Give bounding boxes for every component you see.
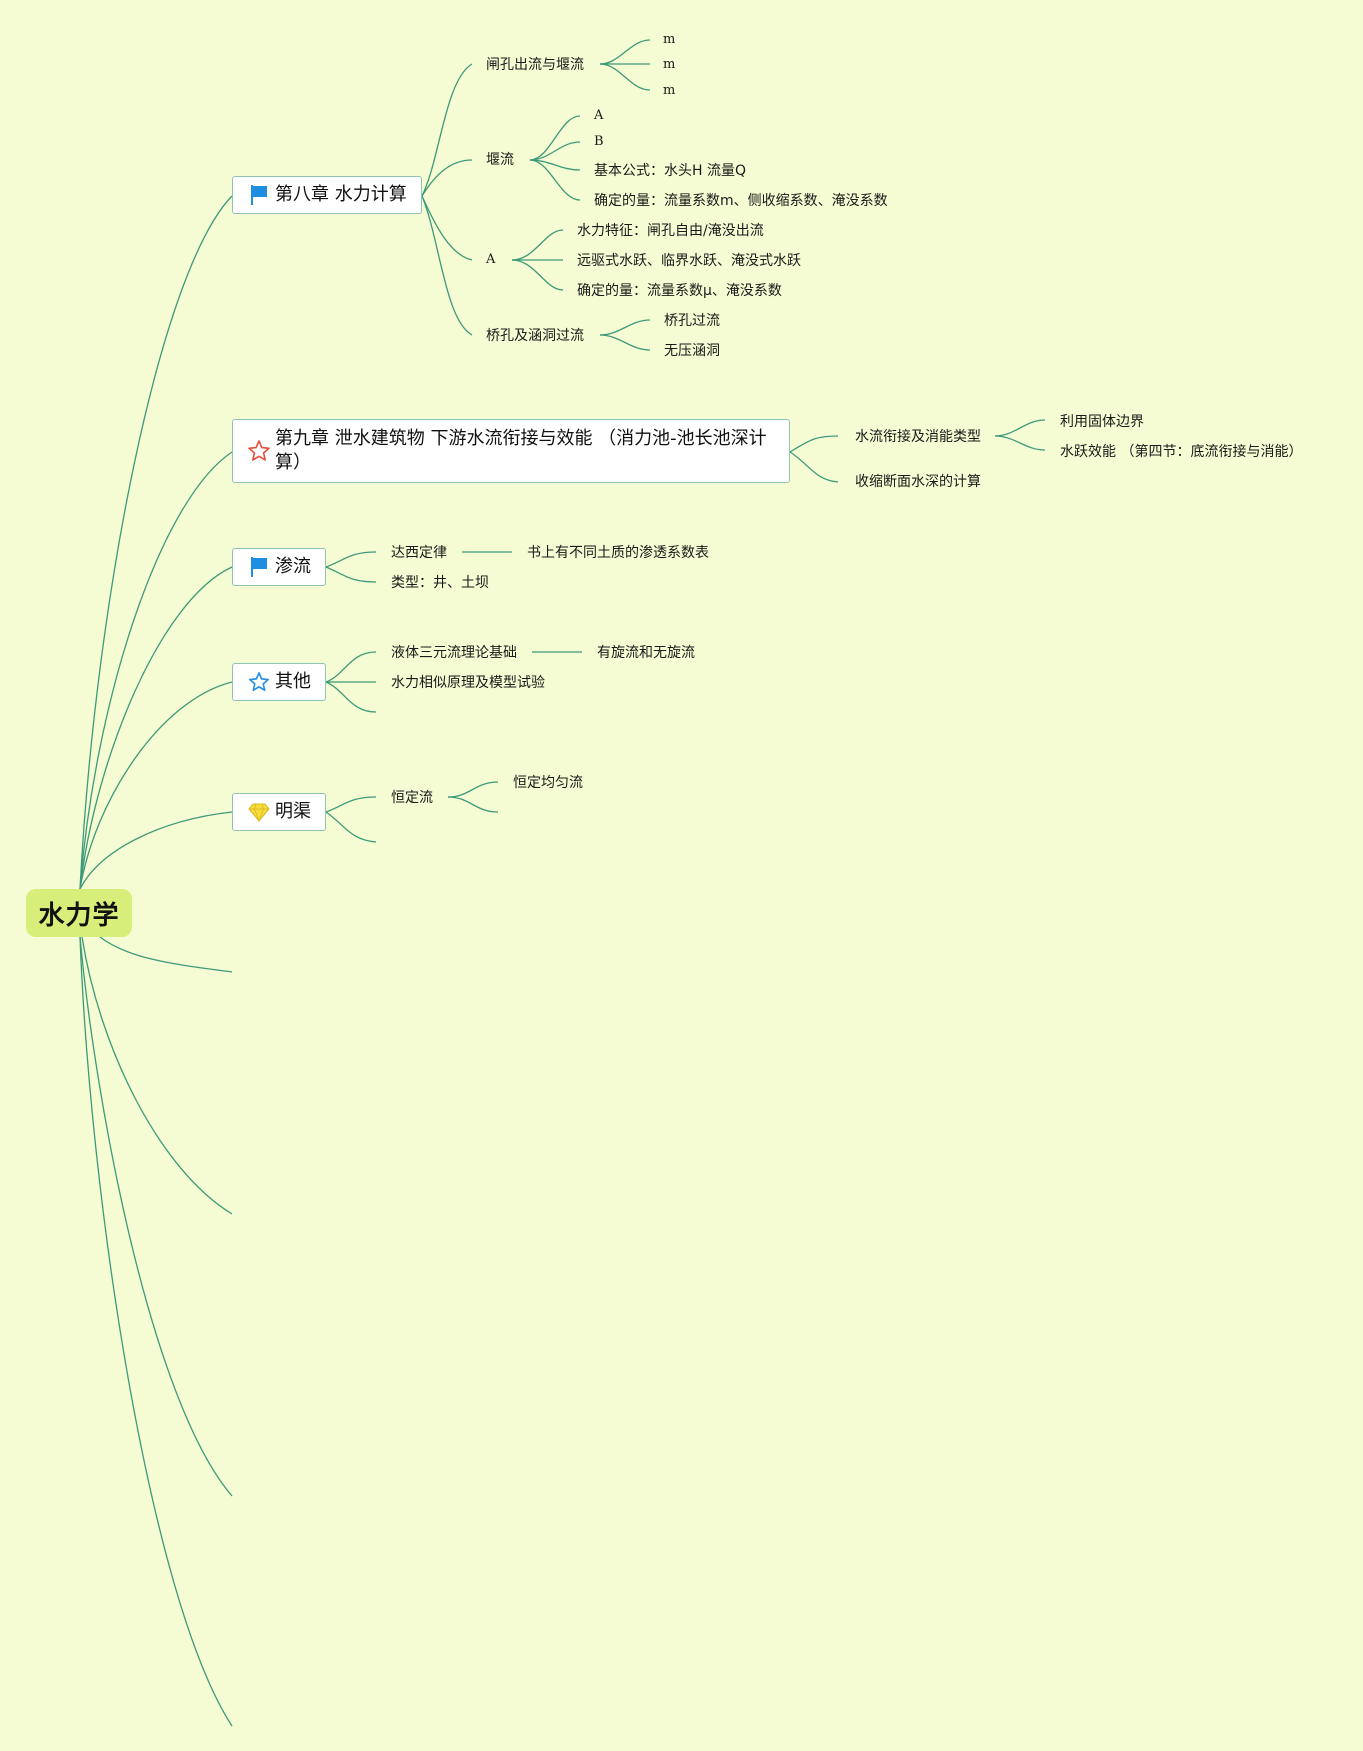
chapter-label: 第八章 水力计算	[275, 184, 407, 205]
chapter-label: 明渠	[275, 801, 311, 822]
subtopic-node[interactable]: m	[663, 32, 676, 47]
branch-line	[79, 566, 233, 890]
subtopic-node[interactable]: m	[663, 57, 676, 72]
branch-line	[421, 63, 473, 197]
branch-line	[79, 195, 233, 890]
branch-line	[421, 159, 473, 197]
branch-line	[447, 796, 499, 813]
chapter-label: 第九章 泄水建筑物 下游水流衔接与效能 （消力池-池长池深计算）	[275, 428, 767, 473]
subtopic-node[interactable]: 基本公式：水头H 流量Q	[594, 163, 746, 179]
branch-line	[325, 811, 377, 843]
branch-line	[529, 159, 581, 201]
branch-line	[79, 681, 233, 890]
subtopic-node[interactable]: 无压涵洞	[664, 343, 720, 359]
star-outline-icon	[247, 439, 271, 463]
topic-node[interactable]: 桥孔及涵洞过流	[486, 328, 584, 344]
topic-node[interactable]: 液体三元流理论基础	[391, 645, 517, 661]
branch-line	[529, 115, 581, 161]
topic-node[interactable]: 收缩断面水深的计算	[855, 474, 981, 490]
branch-line	[599, 63, 651, 91]
branch-line	[325, 551, 377, 568]
flag-icon	[247, 183, 271, 207]
branch-line	[325, 796, 377, 813]
branch-line	[421, 195, 473, 261]
branch-line	[599, 334, 651, 351]
branch-line	[789, 451, 839, 483]
branch-line	[994, 435, 1046, 451]
branch-line	[81, 936, 233, 1215]
topic-node[interactable]: 类型：井、土坝	[391, 575, 489, 591]
branch-line	[994, 419, 1046, 437]
branch-line	[325, 651, 377, 683]
branch-line	[79, 936, 233, 1497]
chapter-node-9[interactable]: 第九章 泄水建筑物 下游水流衔接与效能 （消力池-池长池深计算）	[232, 419, 790, 483]
branch-line	[529, 141, 581, 161]
topic-node[interactable]: 闸孔出流与堰流	[486, 57, 584, 73]
diamond-icon	[247, 800, 271, 824]
branch-line	[599, 319, 651, 336]
subtopic-node[interactable]: 恒定均匀流	[513, 775, 583, 791]
topic-node[interactable]: A	[486, 252, 496, 267]
branch-line	[511, 259, 564, 291]
branch-line	[511, 229, 564, 261]
topic-node[interactable]: 达西定律	[391, 545, 447, 561]
branch-line	[421, 195, 473, 336]
branch-line	[325, 681, 377, 713]
branch-line	[599, 39, 651, 65]
topic-node[interactable]: 水流衔接及消能类型	[855, 429, 981, 445]
subtopic-node[interactable]: 确定的量：流量系数m、侧收缩系数、淹没系数	[594, 193, 888, 209]
subtopic-node[interactable]: 桥孔过流	[664, 313, 720, 329]
topic-node[interactable]: 恒定流	[391, 790, 433, 806]
chapter-node-8[interactable]: 第八章 水力计算	[232, 176, 422, 214]
subtopic-node[interactable]: B	[594, 134, 604, 149]
subtopic-node[interactable]: 水跃效能 （第四节：底流衔接与消能）	[1060, 444, 1303, 460]
subtopic-node[interactable]: 书上有不同土质的渗透系数表	[527, 545, 709, 561]
topic-node[interactable]: 堰流	[486, 152, 514, 168]
chapter-node-other[interactable]: 其他	[232, 663, 326, 701]
star-outline-icon	[247, 670, 271, 694]
branch-line	[789, 435, 839, 453]
branch-line	[79, 936, 233, 1727]
branch-line	[99, 936, 233, 973]
chapter-node-seepage[interactable]: 渗流	[232, 548, 326, 586]
branch-line	[79, 811, 233, 890]
subtopic-node[interactable]: 确定的量：流量系数μ、淹没系数	[577, 283, 782, 299]
chapter-node-channel[interactable]: 明渠	[232, 793, 326, 831]
branch-line	[79, 451, 233, 890]
root-node[interactable]: 水力学	[26, 889, 132, 937]
topic-node[interactable]: 水力相似原理及模型试验	[391, 675, 545, 691]
subtopic-node[interactable]: A	[594, 108, 604, 123]
subtopic-node[interactable]: m	[663, 83, 676, 98]
subtopic-node[interactable]: 远驱式水跃、临界水跃、淹没式水跃	[577, 253, 801, 269]
subtopic-node[interactable]: 水力特征：闸孔自由/淹没出流	[577, 223, 764, 239]
subtopic-node[interactable]: 有旋流和无旋流	[597, 645, 695, 661]
subtopic-node[interactable]: 利用固体边界	[1060, 414, 1144, 430]
chapter-label: 其他	[275, 671, 311, 692]
chapter-label: 渗流	[275, 556, 311, 577]
branch-line	[325, 566, 377, 583]
root-label: 水力学	[38, 900, 120, 931]
branch-line	[447, 781, 499, 798]
flag-icon	[247, 555, 271, 579]
